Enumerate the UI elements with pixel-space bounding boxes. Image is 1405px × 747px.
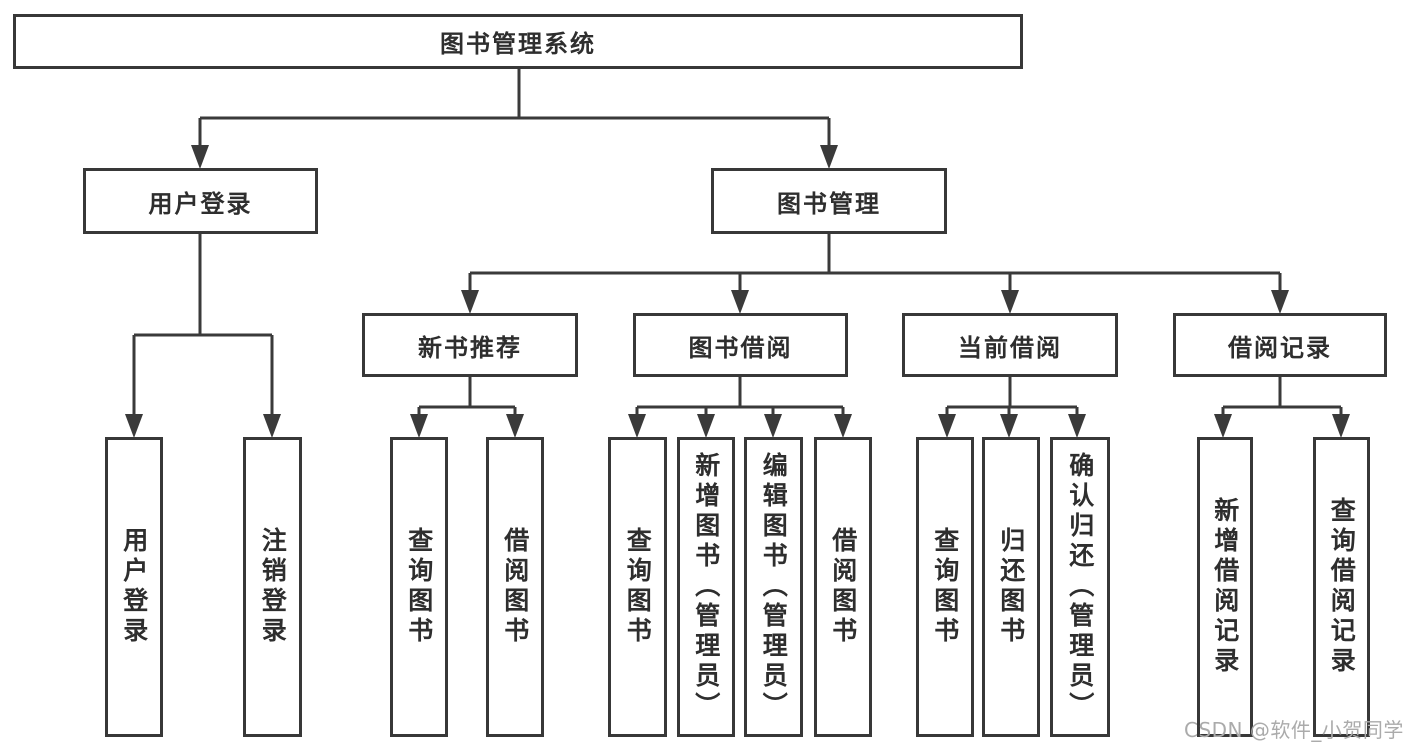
- node-book-management-label: 图书管理: [777, 189, 881, 218]
- node-leaf-query-book-borrowing-label: 查询图书: [623, 527, 653, 647]
- node-leaf-add-borrow-record: 新增借阅记录: [1197, 437, 1253, 737]
- node-leaf-return-book: 归还图书: [982, 437, 1040, 737]
- node-leaf-query-borrow-record: 查询借阅记录: [1313, 437, 1370, 737]
- node-current-borrowing-label: 当前借阅: [958, 333, 1062, 362]
- node-book-borrowing-label: 图书借阅: [688, 333, 793, 362]
- node-new-book-recommend: 新书推荐: [362, 313, 578, 377]
- node-leaf-query-book-recommend: 查询图书: [390, 437, 448, 737]
- node-leaf-confirm-return-admin: 确认归还（管理员）: [1050, 437, 1110, 737]
- node-leaf-borrow-book-recommend-label: 借阅图书: [500, 527, 530, 647]
- node-leaf-add-borrow-record-label: 新增借阅记录: [1210, 497, 1240, 677]
- node-root-system: 图书管理系统: [13, 14, 1023, 69]
- node-leaf-edit-book-admin: 编辑图书（管理员）: [744, 437, 803, 737]
- node-leaf-return-book-label: 归还图书: [996, 527, 1026, 647]
- node-leaf-add-book-admin: 新增图书（管理员）: [677, 437, 735, 737]
- node-leaf-user-login: 用户登录: [105, 437, 163, 737]
- node-user-login: 用户登录: [83, 168, 318, 234]
- node-book-borrowing: 图书借阅: [633, 313, 848, 377]
- node-leaf-borrow-book-borrowing-label: 借阅图书: [828, 527, 858, 647]
- csdn-watermark: CSDN @软件_小贺同学: [1184, 718, 1404, 742]
- node-borrow-records-label: 借阅记录: [1228, 333, 1332, 362]
- node-leaf-borrow-book-recommend: 借阅图书: [486, 437, 544, 737]
- node-user-login-label: 用户登录: [148, 189, 253, 218]
- node-root-system-label: 图书管理系统: [440, 30, 596, 58]
- connector-path: [132, 69, 1343, 433]
- node-leaf-user-login-label: 用户登录: [119, 527, 149, 647]
- node-leaf-logout: 注销登录: [243, 437, 302, 737]
- node-current-borrowing: 当前借阅: [902, 313, 1118, 377]
- node-leaf-query-book-current: 查询图书: [916, 437, 974, 737]
- node-leaf-query-book-borrowing: 查询图书: [608, 437, 667, 737]
- node-leaf-query-borrow-record-label: 查询借阅记录: [1327, 497, 1357, 677]
- node-leaf-query-book-recommend-label: 查询图书: [404, 527, 434, 647]
- node-leaf-confirm-return-admin-label: 确认归还（管理员）: [1065, 452, 1095, 722]
- node-leaf-query-book-current-label: 查询图书: [930, 527, 960, 647]
- node-book-management: 图书管理: [711, 168, 947, 234]
- node-leaf-borrow-book-borrowing: 借阅图书: [814, 437, 872, 737]
- node-leaf-add-book-admin-label: 新增图书（管理员）: [691, 452, 721, 722]
- node-leaf-logout-label: 注销登录: [258, 527, 288, 647]
- arrowhead-icons: [125, 145, 1350, 438]
- node-leaf-edit-book-admin-label: 编辑图书（管理员）: [759, 452, 789, 722]
- node-new-book-recommend-label: 新书推荐: [418, 333, 522, 362]
- node-borrow-records: 借阅记录: [1173, 313, 1387, 377]
